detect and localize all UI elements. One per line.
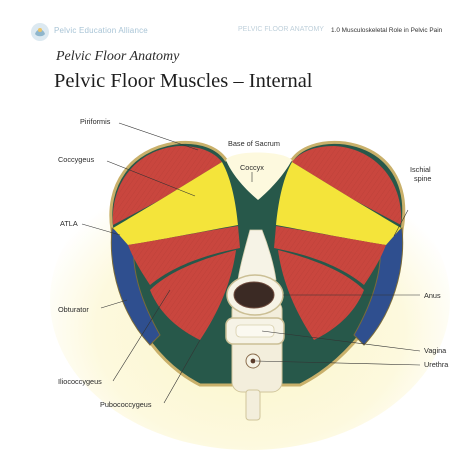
leader-piriformis xyxy=(118,122,199,151)
anococcygeal-ligament xyxy=(237,229,277,281)
piriformis-left-fibers xyxy=(112,146,222,225)
label-anus: Anus xyxy=(424,291,441,300)
label-pubococcygeus: Pubococcygeus xyxy=(100,400,152,409)
page-title: Pelvic Floor Muscles – Internal xyxy=(54,70,313,92)
coccygeus-left xyxy=(113,162,238,245)
label-ischial-spine-line2: spine xyxy=(414,174,431,183)
leader-iliococcygeus xyxy=(112,289,171,382)
page-subtitle: Pelvic Floor Anatomy xyxy=(56,49,180,64)
obturator-right xyxy=(353,227,404,346)
organization-name: Pelvic Education Alliance xyxy=(54,26,148,35)
iliococcygeus-right-fibers xyxy=(274,226,386,285)
leader-vagina xyxy=(261,330,421,352)
pubococcygeus-left-fibers xyxy=(150,250,236,340)
leader-ischial-spine xyxy=(393,209,409,237)
label-coccyx: Coccyx xyxy=(240,163,264,172)
piriformis-right-fibers xyxy=(292,146,402,225)
leader-obturator xyxy=(100,299,128,309)
breadcrumb-section: PELVIC FLOOR ANATOMY xyxy=(238,26,324,33)
label-piriformis: Piriformis xyxy=(80,117,111,126)
breadcrumb: 1.0 Musculoskeletal Role in Pelvic Pain xyxy=(331,27,443,34)
label-ischial-spine-line1: Ischial xyxy=(410,165,431,174)
urethra-opening xyxy=(250,358,256,364)
page-header: Pelvic Education Alliance PELVIC FLOOR A… xyxy=(0,0,474,48)
label-coccygeus: Coccygeus xyxy=(58,155,94,164)
label-atla: ATLA xyxy=(60,219,78,228)
leader-coccygeus xyxy=(106,160,196,197)
coccyx xyxy=(226,152,292,200)
leader-pubococcygeus xyxy=(163,339,201,404)
pelvic-education-logo-icon xyxy=(31,23,49,41)
vagina-inner xyxy=(235,324,275,338)
iliococcygeus-left-fibers xyxy=(128,226,240,285)
leader-atla xyxy=(81,223,121,236)
label-urethra: Urethra xyxy=(424,360,449,369)
leader-urethra xyxy=(255,360,421,366)
obturator-left xyxy=(110,227,161,346)
label-iliococcygeus: Iliococcygeus xyxy=(58,377,102,386)
label-obturator: Obturator xyxy=(58,305,89,314)
coccygeus-right xyxy=(276,162,401,245)
anus-opening xyxy=(233,281,275,309)
label-base-of-sacrum: Base of Sacrum xyxy=(228,139,280,148)
pubic-stem xyxy=(245,389,261,421)
label-vagina: Vagina xyxy=(424,346,447,355)
